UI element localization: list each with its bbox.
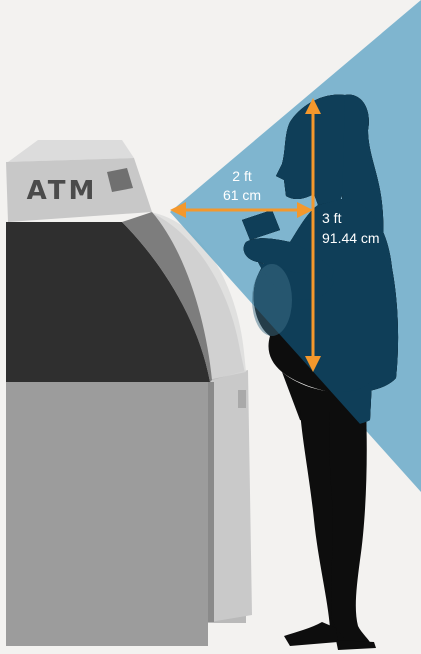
vertical-label-feet: 3 ft <box>322 210 342 226</box>
horizontal-label-feet: 2 ft <box>232 168 252 184</box>
atm-label: ATM <box>27 176 98 206</box>
horizontal-label-cm: 61 cm <box>223 187 261 203</box>
atm-base-side <box>208 382 214 622</box>
atm-card-slot <box>238 390 246 408</box>
atm-base <box>6 382 208 646</box>
vertical-label-cm: 91.44 cm <box>322 230 380 246</box>
belly-highlight <box>252 264 292 336</box>
